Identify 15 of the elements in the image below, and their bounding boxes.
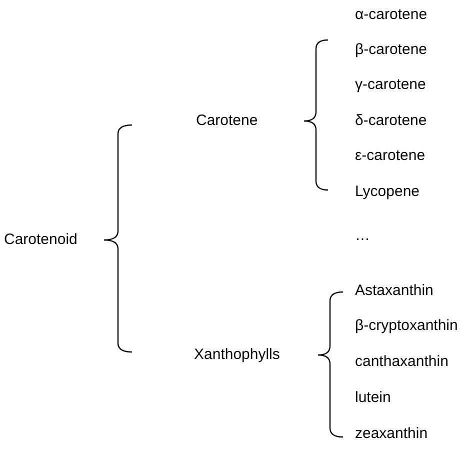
- category-label: zeaxanthin: [355, 425, 428, 443]
- category-label: Xanthophylls: [194, 346, 280, 364]
- category-label: Lycopene: [355, 183, 420, 201]
- category-label: β-carotene: [355, 41, 427, 59]
- category-label: canthaxanthin: [355, 353, 448, 371]
- category-label: lutein: [355, 389, 391, 407]
- category-label: ε-carotene: [355, 147, 426, 165]
- category-label: Astaxanthin: [355, 282, 434, 300]
- category-label: α-carotene: [355, 6, 428, 24]
- category-label: β-cryptoxanthin: [355, 317, 458, 335]
- category-label: Carotene: [196, 112, 258, 130]
- category-label: γ-carotene: [355, 76, 426, 94]
- category-label: Carotenoid: [4, 231, 78, 249]
- category-label: …: [355, 227, 370, 245]
- category-label: δ-carotene: [355, 112, 427, 130]
